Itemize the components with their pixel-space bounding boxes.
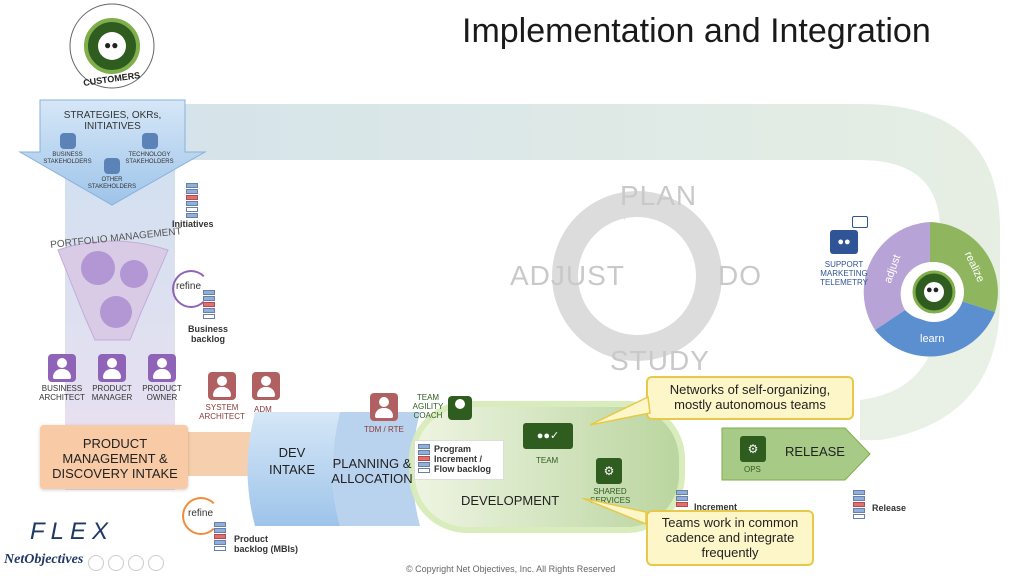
- networks-callout: Networks of self-organizing, mostly auto…: [646, 376, 854, 420]
- technology-stakeholders-label: TECHNOLOGY STAKEHOLDERS: [125, 152, 174, 165]
- menu-icon[interactable]: [148, 555, 164, 571]
- page-title: Implementation and Integration: [462, 12, 931, 50]
- business-architect-label: BUSINESS ARCHITECT: [39, 384, 85, 402]
- zoom-icon[interactable]: [128, 555, 144, 571]
- flex-label: FLEX: [30, 518, 115, 545]
- tdm-rte-icon: [370, 393, 398, 421]
- release-stage-label: RELEASE: [785, 444, 845, 459]
- product-management-label: PRODUCT MANAGEMENT & DISCOVERY INTAKE: [52, 436, 178, 481]
- business-backlog-label: Business backlog: [187, 324, 229, 344]
- team-agility-coach-label: TEAM AGILITY COACH: [412, 393, 444, 420]
- program-increment-label: Program Increment / Flow backlog: [434, 444, 492, 474]
- release-label: Release: [872, 503, 907, 513]
- search-icon[interactable]: [108, 555, 124, 571]
- ops-label: OPS: [744, 465, 761, 474]
- other-stakeholders-icon: [104, 158, 120, 174]
- tdm-rte-label: TDM / RTE: [364, 425, 404, 434]
- shared-services-label: SHARED SERVICES: [590, 487, 631, 505]
- refine-cycle-icon: [172, 270, 210, 308]
- increment-backlog-icon: [676, 490, 688, 508]
- chat-bubble-icon: [852, 216, 868, 228]
- team-agility-coach-icon: [448, 396, 472, 420]
- development-label: DEVELOPMENT: [461, 493, 560, 508]
- business-stakeholders-label: BUSINESS STAKEHOLDERS: [43, 152, 92, 165]
- refine-product-cycle-icon: [182, 497, 220, 535]
- product-owner-label: PRODUCT OWNER: [142, 384, 182, 402]
- learning-learn: learn: [920, 333, 945, 345]
- home-icon[interactable]: [88, 555, 104, 571]
- cadence-callout-text: Teams work in common cadence and integra…: [661, 515, 799, 560]
- product-manager-label: PRODUCT MANAGER: [91, 384, 133, 402]
- increment-label: Increment: [694, 502, 738, 512]
- product-manager-icon: [98, 354, 126, 382]
- refine-product-label: refine: [188, 508, 214, 519]
- copyright: © Copyright Net Objectives, Inc. All Rig…: [406, 564, 616, 574]
- initiatives-backlog-icon: [186, 183, 198, 219]
- adm-label: ADM: [254, 405, 272, 414]
- cadence-callout-pointer: [582, 498, 647, 526]
- networks-callout-pointer: [590, 395, 651, 426]
- team-icon: ●●✓: [523, 423, 573, 449]
- program-increment-backlog-icon: [418, 444, 430, 474]
- refine-label: refine: [176, 281, 202, 292]
- product-backlog-icon: [214, 522, 226, 552]
- team-label: TEAM: [536, 456, 559, 465]
- dev-intake-label: DEV INTAKE: [269, 445, 315, 477]
- initiatives-label: Initiatives: [172, 219, 214, 229]
- ops-icon: ⚙: [740, 436, 766, 462]
- adm-icon: [252, 372, 280, 400]
- networks-callout-text: Networks of self-organizing, mostly auto…: [669, 382, 831, 412]
- net-objectives-logo: NetObjectives: [4, 552, 84, 567]
- cycle-adjust: ADJUST: [510, 260, 625, 291]
- customers-icon: ●●: [104, 38, 119, 52]
- shared-services-icon: ⚙: [596, 458, 622, 484]
- other-stakeholders-label: OTHER STAKEHOLDERS: [87, 177, 137, 190]
- product-management-stage: [40, 425, 188, 489]
- cycle-do: DO: [718, 260, 762, 291]
- business-stakeholders-icon: [60, 133, 76, 149]
- customers-icon: ●●: [926, 284, 940, 296]
- business-backlog-icon: [203, 290, 215, 320]
- planning-label: PLANNING & ALLOCATION: [331, 456, 413, 486]
- support-icon: ●●: [830, 230, 858, 254]
- release-backlog-icon: [853, 490, 865, 520]
- system-architect-label: SYSTEM ARCHITECT: [199, 403, 245, 421]
- product-backlog-label: Product backlog (MBIs): [234, 534, 299, 554]
- cadence-callout: Teams work in common cadence and integra…: [646, 510, 814, 566]
- cycle-plan: PLAN: [620, 180, 698, 211]
- support-label: SUPPORT MARKETING TELEMETRY: [820, 260, 868, 287]
- product-owner-icon: [148, 354, 176, 382]
- cycle-study: STUDY: [610, 345, 710, 376]
- technology-stakeholders-icon: [142, 133, 158, 149]
- business-architect-icon: [48, 354, 76, 382]
- system-architect-icon: [208, 372, 236, 400]
- strategy-heading: STRATEGIES, OKRs, INITIATIVES: [63, 110, 162, 132]
